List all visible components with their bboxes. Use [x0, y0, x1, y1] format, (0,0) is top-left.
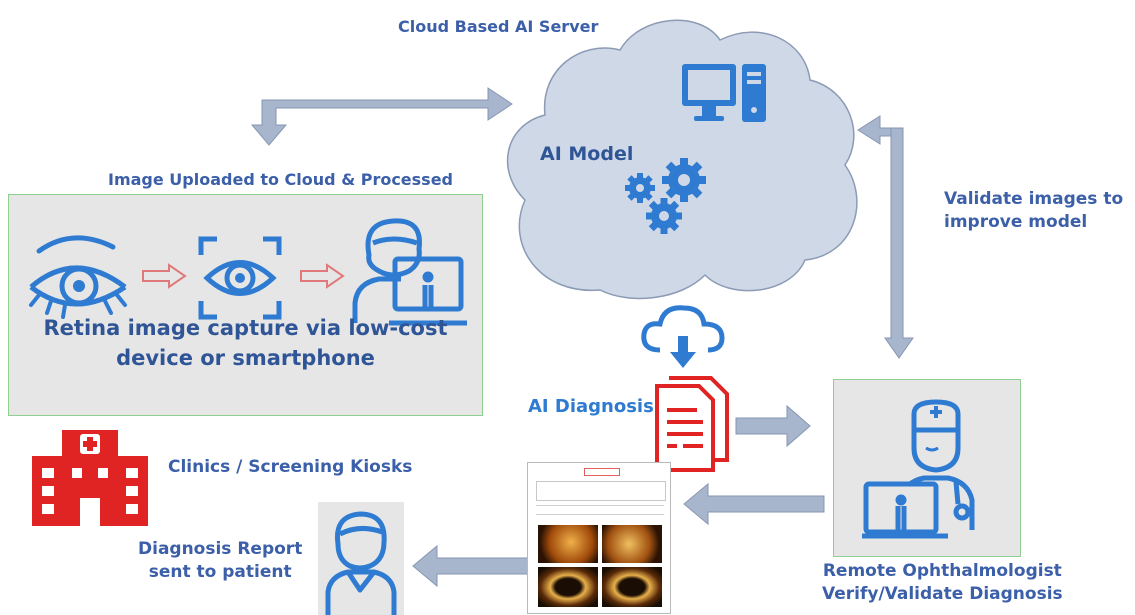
- clinics-label: Clinics / Screening Kiosks: [168, 457, 413, 477]
- cloud-title: Cloud Based AI Server: [398, 17, 599, 36]
- ophthalmologist-label: Remote Ophthalmologist Verify/Validate D…: [822, 561, 1063, 604]
- arrow-right-icon: [300, 263, 345, 289]
- patient-box: [318, 502, 404, 615]
- doctor-to-report-arrow: [683, 482, 825, 526]
- validate-arrow: [884, 127, 914, 359]
- arrow-right-icon: [142, 263, 187, 289]
- monitor-icon: [682, 64, 766, 122]
- report-to-patient-arrow: [412, 544, 529, 588]
- ophthalmologist-box: [833, 379, 1021, 557]
- document-icon: [655, 376, 729, 472]
- validate-arrow-up: [857, 115, 896, 145]
- gears-icon: [625, 158, 706, 234]
- capture-caption: Retina image capture via low-cost device…: [43, 316, 448, 371]
- person-computer-icon: [352, 218, 467, 326]
- hospital-icon: [32, 430, 148, 526]
- diagnosis-label: AI Diagnosis: [528, 396, 654, 417]
- patient-icon: [325, 511, 397, 615]
- report-icon: [527, 462, 671, 614]
- diagnosis-to-doctor-arrow: [735, 404, 811, 448]
- eye-scan-icon: [198, 236, 282, 320]
- patient-label: Diagnosis Report sent to patient: [138, 539, 303, 582]
- eye-icon: [29, 235, 127, 319]
- doctor-icon: [862, 399, 975, 539]
- cloud-download-icon: [641, 305, 725, 368]
- upload-arrow: [250, 87, 513, 146]
- upload-label: Image Uploaded to Cloud & Processed: [108, 170, 454, 189]
- capture-box: Retina image capture via low-cost device…: [8, 194, 483, 416]
- validate-label: Validate images to improve model: [944, 189, 1124, 232]
- ai-model-label: AI Model: [540, 143, 634, 165]
